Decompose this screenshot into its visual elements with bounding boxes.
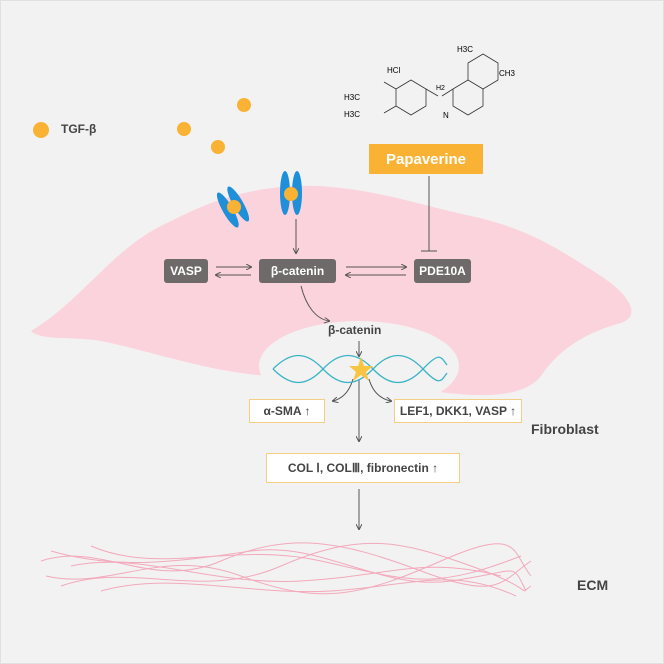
fibroblast-label: Fibroblast	[531, 421, 599, 437]
papaverine-box: Papaverine	[369, 144, 483, 174]
atom-label: N	[443, 111, 449, 120]
collagen-box: COL Ⅰ, COLⅢ, fibronectin ↑	[266, 453, 460, 483]
tgf-beta-bound-2	[284, 187, 298, 201]
lef1-dkk1-vasp-box: LEF1, DKK1, VASP ↑	[394, 399, 522, 423]
tgf-beta-dot	[177, 122, 191, 136]
atom-label: H3C	[344, 110, 361, 119]
tgf-beta-dot	[237, 98, 251, 112]
papaverine-structure	[383, 53, 499, 116]
ecm-fibers	[40, 542, 532, 597]
fibroblast-cell	[31, 185, 632, 396]
tgf-beta-bound-1	[227, 200, 241, 214]
tgf-beta-legend-dot	[33, 122, 49, 138]
tgf-beta-dot	[211, 140, 225, 154]
star-icon	[349, 357, 373, 381]
pde10a-box: PDE10A	[414, 259, 471, 283]
alpha-sma-box: α-SMA ↑	[249, 399, 325, 423]
ecm-label: ECM	[577, 577, 609, 593]
atom-label: H3C	[344, 93, 361, 102]
hcl-label: HCl	[387, 66, 401, 75]
atom-label: H2	[436, 85, 445, 92]
atom-label: CH3	[499, 69, 516, 78]
tgf-beta-legend-label: TGF-β	[61, 122, 97, 136]
atom-label: H3C	[457, 45, 474, 54]
beta-catenin-box: β-catenin	[259, 259, 336, 283]
vasp-box: VASP	[164, 259, 208, 283]
dna-helix	[272, 355, 448, 383]
nuclear-beta-catenin-label: β-catenin	[328, 323, 382, 337]
